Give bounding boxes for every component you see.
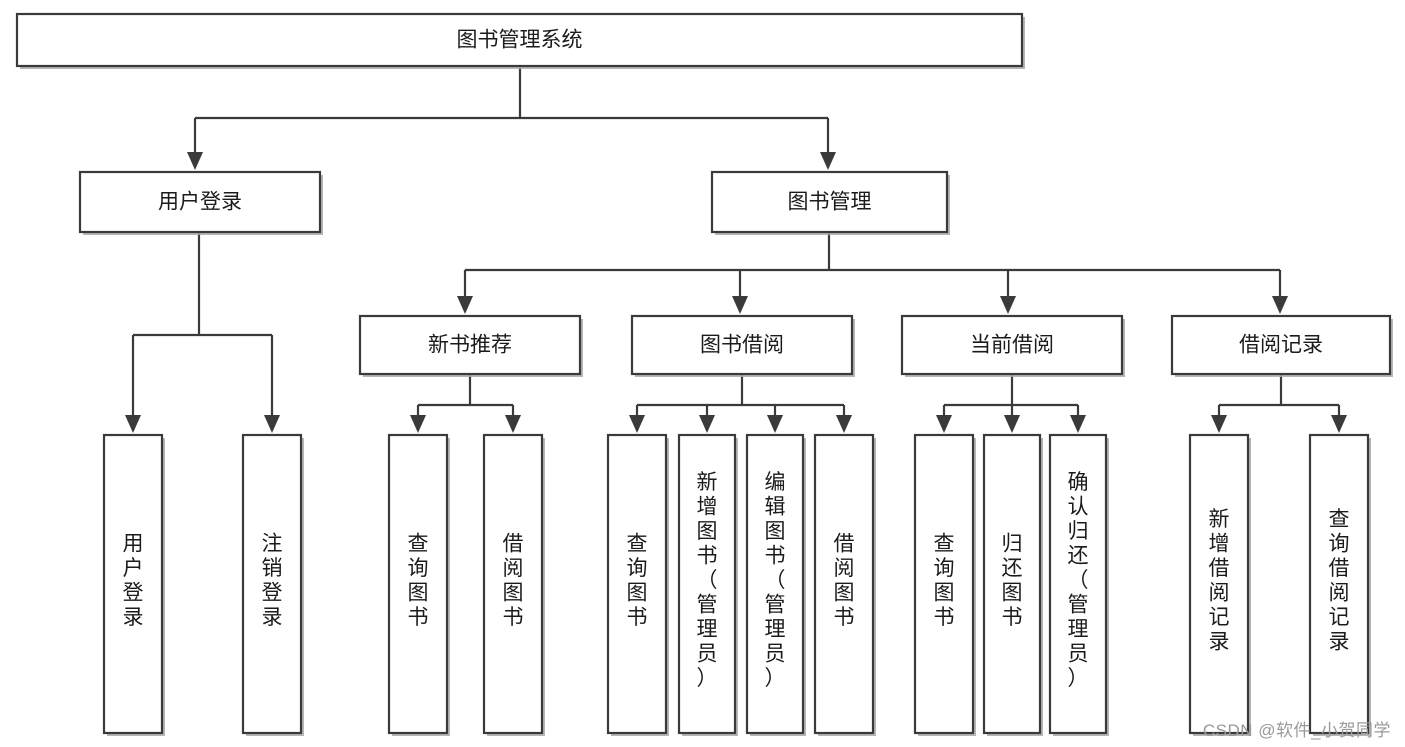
connector-group-borrow-records-drop-1 bbox=[1331, 405, 1347, 433]
node-leaf-logout-login[interactable]: 注销登录 bbox=[241, 433, 304, 736]
node-label-leaf-user-login: 用户登录 bbox=[123, 532, 144, 629]
node-label-leaf-query-book-borrow: 查询图书 bbox=[627, 532, 648, 629]
node-root[interactable]: 图书管理系统 bbox=[15, 12, 1025, 69]
connector-group-current-borrow-drop-0 bbox=[936, 405, 952, 433]
node-label-book-management: 图书管理 bbox=[788, 191, 872, 214]
node-book-borrow[interactable]: 图书借阅 bbox=[630, 314, 855, 377]
connector-book-management-drop-2 bbox=[1000, 270, 1016, 314]
node-leaf-user-login[interactable]: 用户登录 bbox=[102, 433, 165, 736]
node-label-leaf-edit-book-admin: 编辑图书（管理员） bbox=[765, 471, 786, 690]
connector-group-borrow-records-drop-0 bbox=[1211, 405, 1227, 433]
connector-user-login-drop-1 bbox=[264, 335, 280, 433]
node-label-leaf-add-borrow-record: 新增借阅记录 bbox=[1209, 508, 1230, 654]
node-leaf-query-borrow-record[interactable]: 查询借阅记录 bbox=[1308, 433, 1371, 736]
node-leaf-query-book-current[interactable]: 查询图书 bbox=[913, 433, 976, 736]
node-label-leaf-borrow-book: 借阅图书 bbox=[834, 532, 855, 629]
connector-user-login-drop-0 bbox=[125, 335, 141, 433]
node-label-user-login: 用户登录 bbox=[158, 191, 242, 214]
connector-group-book-borrow-drop-1 bbox=[699, 405, 715, 433]
node-leaf-add-book-admin[interactable]: 新增图书（管理员） bbox=[677, 433, 738, 736]
node-label-borrow-records: 借阅记录 bbox=[1239, 334, 1323, 357]
node-leaf-borrow-book-recommend[interactable]: 借阅图书 bbox=[482, 433, 545, 736]
connector-group-book-borrow-drop-3 bbox=[836, 405, 852, 433]
node-label-leaf-borrow-book-recommend: 借阅图书 bbox=[503, 532, 524, 629]
node-book-management[interactable]: 图书管理 bbox=[710, 170, 950, 235]
node-label-leaf-query-book-recommend: 查询图书 bbox=[408, 532, 429, 629]
connector-book-management-drop-0 bbox=[457, 270, 473, 314]
connector-group-book-borrow-drop-2 bbox=[767, 405, 783, 433]
node-leaf-query-book-recommend[interactable]: 查询图书 bbox=[387, 433, 450, 736]
node-label-leaf-confirm-return-admin: 确认归还（管理员） bbox=[1068, 471, 1089, 690]
node-label-book-borrow: 图书借阅 bbox=[700, 334, 784, 357]
node-leaf-add-borrow-record[interactable]: 新增借阅记录 bbox=[1188, 433, 1251, 736]
node-layer: 图书管理系统用户登录图书管理新书推荐图书借阅当前借阅借阅记录用户登录注销登录查询… bbox=[15, 12, 1393, 736]
connector-root-drop-1 bbox=[820, 118, 836, 170]
node-user-login[interactable]: 用户登录 bbox=[78, 170, 323, 235]
connector-group-book-borrow-drop-0 bbox=[629, 405, 645, 433]
connector-group-current-borrow-drop-1 bbox=[1004, 405, 1020, 433]
node-label-leaf-logout-login: 注销登录 bbox=[262, 532, 283, 629]
node-leaf-query-book-borrow[interactable]: 查询图书 bbox=[606, 433, 669, 736]
node-borrow-records[interactable]: 借阅记录 bbox=[1170, 314, 1393, 377]
connector-root-drop-0 bbox=[187, 118, 203, 170]
node-leaf-confirm-return-admin[interactable]: 确认归还（管理员） bbox=[1048, 433, 1109, 736]
node-label-new-book-recommend: 新书推荐 bbox=[428, 334, 512, 357]
node-label-leaf-query-borrow-record: 查询借阅记录 bbox=[1329, 508, 1350, 654]
node-current-borrow[interactable]: 当前借阅 bbox=[900, 314, 1125, 377]
connector-group-new-book-recommend-drop-0 bbox=[410, 405, 426, 433]
connector-group-new-book-recommend-drop-1 bbox=[505, 405, 521, 433]
node-label-current-borrow: 当前借阅 bbox=[970, 334, 1054, 357]
node-label-leaf-add-book-admin: 新增图书（管理员） bbox=[697, 471, 718, 690]
node-label-leaf-return-book: 归还图书 bbox=[1002, 532, 1023, 629]
node-leaf-borrow-book[interactable]: 借阅图书 bbox=[813, 433, 876, 736]
node-leaf-return-book[interactable]: 归还图书 bbox=[982, 433, 1043, 736]
connector-book-management-drop-1 bbox=[732, 270, 748, 314]
node-label-leaf-query-book-current: 查询图书 bbox=[934, 532, 955, 629]
connector-layer bbox=[125, 66, 1347, 433]
node-label-root: 图书管理系统 bbox=[457, 29, 583, 52]
node-leaf-edit-book-admin[interactable]: 编辑图书（管理员） bbox=[745, 433, 806, 736]
node-new-book-recommend[interactable]: 新书推荐 bbox=[358, 314, 583, 377]
connector-group-current-borrow-drop-2 bbox=[1070, 405, 1086, 433]
connector-book-management-drop-3 bbox=[1272, 270, 1288, 314]
